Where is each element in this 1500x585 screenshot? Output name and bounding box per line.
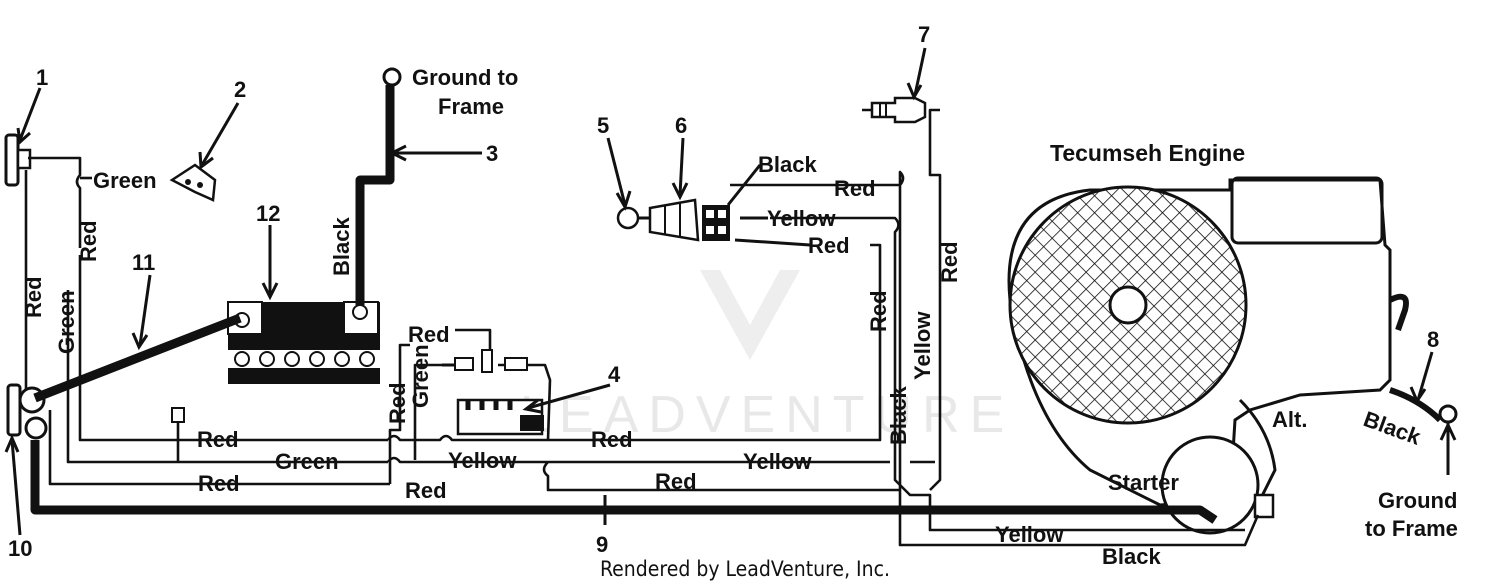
wire-label-black-ignition: Black <box>758 152 817 177</box>
callout-5: 5 <box>597 113 609 138</box>
ground-top-line1: Ground to <box>412 65 518 90</box>
wire-label-black-vertical: Black <box>886 386 911 445</box>
wire-label-red-left-1: Red <box>21 276 46 318</box>
wire-label-red-lower: Red <box>655 469 697 494</box>
wire-label-black-bottom: Black <box>1102 544 1161 569</box>
callout-arrows <box>4 47 1434 536</box>
wire-label-red-row4: Red <box>405 478 447 503</box>
callout-6: 6 <box>675 113 687 138</box>
wire-labels: Green Red Red Green Black Red Green Red … <box>21 152 1161 569</box>
battery <box>227 301 380 384</box>
callout-4: 4 <box>608 362 621 387</box>
wire-label-red-ignition: Red <box>834 176 876 201</box>
credit-text: Rendered by LeadVenture, Inc. <box>600 557 890 581</box>
starter-cable <box>30 440 1218 524</box>
wire-label-green-row2: Green <box>275 449 339 474</box>
wire-label-green-switch2: Green <box>93 168 157 193</box>
wire-label-red-row1: Red <box>197 427 239 452</box>
ignition-switch <box>616 198 730 242</box>
wire-label-red-mid: Red <box>591 427 633 452</box>
frame-ground-terminal-icon <box>382 67 402 87</box>
wire-label-green-relay-side: Green <box>408 344 433 408</box>
ground-top-line2: Frame <box>438 94 504 119</box>
wire-label-red-vertical-2: Red <box>937 241 962 283</box>
alternator-connector <box>1253 493 1275 519</box>
callout-2: 2 <box>234 77 246 102</box>
seat-switch <box>4 133 32 187</box>
ground-right-line2: to Frame <box>1365 516 1458 541</box>
wire-harness <box>24 108 1260 547</box>
wire-label-black-engine: Black <box>1360 406 1424 450</box>
wire-label-green-left: Green <box>54 290 79 354</box>
wire-label-black-ground: Black <box>329 217 354 276</box>
wire-label-yellow-ignition: Yellow <box>767 206 836 231</box>
starter-switch <box>6 383 48 440</box>
watermark-logo-icon <box>700 270 800 360</box>
wire-label-red-row3: Red <box>198 471 240 496</box>
ignition-key-icon <box>616 206 640 230</box>
engine-label: Tecumseh Engine <box>1050 140 1245 166</box>
spark-plug <box>862 96 927 124</box>
watermark: LEADVENTURE <box>520 270 1014 444</box>
callout-10: 10 <box>8 536 32 561</box>
callout-8: 8 <box>1427 327 1439 352</box>
alt-label: Alt. <box>1272 407 1307 432</box>
ground-right-line1: Ground <box>1378 488 1457 513</box>
tecumseh-engine: Tecumseh Engine Alt. Starter Black Groun… <box>1007 140 1458 541</box>
wire-label-red-relay-top: Red <box>408 322 450 347</box>
callout-numbers: 1 2 3 4 5 6 7 8 9 10 11 12 <box>8 22 1439 561</box>
wire-label-yellow-relay: Yellow <box>448 448 517 473</box>
callout-3: 3 <box>486 141 498 166</box>
wire-label-yellow-bottom: Yellow <box>995 522 1064 547</box>
watermark-text: LEADVENTURE <box>520 386 1014 444</box>
callout-9: 9 <box>596 532 608 557</box>
callout-11: 11 <box>132 250 155 275</box>
ground-cable <box>355 85 395 305</box>
wire-label-yellow-vertical: Yellow <box>910 311 935 380</box>
brake-switch <box>169 163 217 202</box>
starter-label: Starter <box>1108 470 1179 495</box>
wire-label-red-left-2: Red <box>76 220 101 262</box>
wire-label-red-relay-side: Red <box>385 382 410 424</box>
wire-label-red-vertical: Red <box>866 290 891 332</box>
wire-label-yellow-mid: Yellow <box>743 449 812 474</box>
engine-ground-terminal-icon <box>1438 404 1458 424</box>
wire-label-red-ignition-2: Red <box>808 233 850 258</box>
callout-12: 12 <box>256 201 280 226</box>
callout-7: 7 <box>918 22 930 47</box>
callout-1: 1 <box>36 65 48 90</box>
